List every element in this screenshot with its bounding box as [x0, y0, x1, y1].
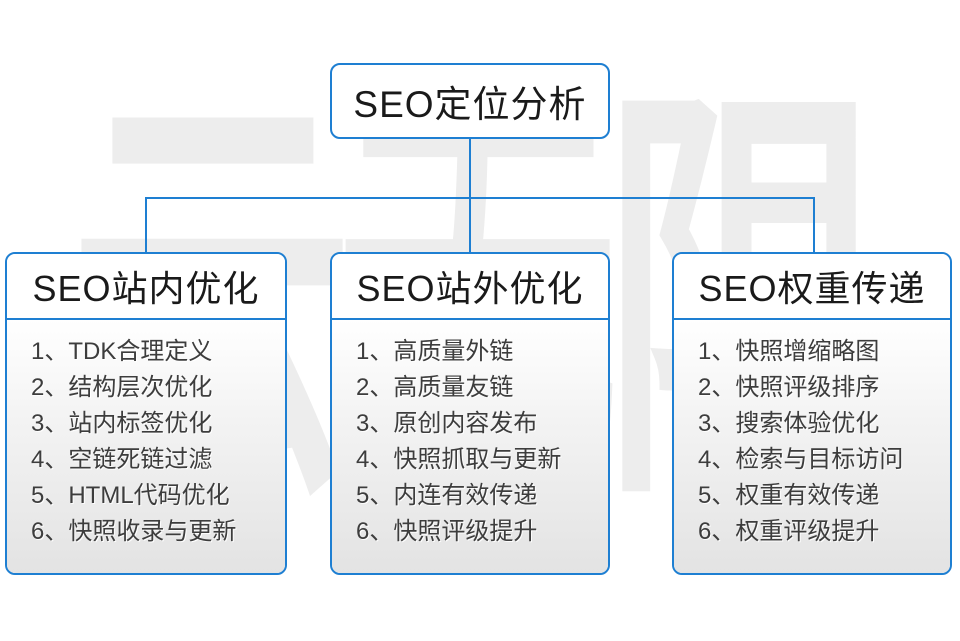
root-node-title: SEO定位分析 [353, 84, 587, 125]
node-item-list: 1、TDK合理定义 2、结构层次优化 3、站内标签优化 4、空链死链过滤 5、H… [7, 320, 285, 573]
list-item: 2、结构层次优化 [31, 374, 213, 401]
node-onsite-optimization: SEO站内优化 1、TDK合理定义 2、结构层次优化 3、站内标签优化 4、空链… [5, 252, 287, 575]
list-item: 4、快照抓取与更新 [356, 446, 562, 473]
list-item: 5、内连有效传递 [356, 482, 538, 509]
list-item: 2、快照评级排序 [698, 374, 880, 401]
node-header: SEO站内优化 [7, 254, 285, 320]
connector-left-drop [145, 197, 147, 253]
list-item: 6、快照评级提升 [356, 518, 538, 545]
connector-root-vertical [469, 139, 471, 198]
connector-right-drop [813, 197, 815, 253]
list-item: 4、检索与目标访问 [698, 446, 904, 473]
list-item: 3、原创内容发布 [356, 410, 538, 437]
list-item: 2、高质量友链 [356, 374, 514, 401]
list-item: 6、快照收录与更新 [31, 518, 237, 545]
node-offsite-optimization: SEO站外优化 1、高质量外链 2、高质量友链 3、原创内容发布 4、快照抓取与… [330, 252, 610, 575]
node-header: SEO权重传递 [674, 254, 950, 320]
node-title: SEO站外优化 [356, 268, 584, 309]
node-header: SEO站外优化 [332, 254, 608, 320]
node-title: SEO权重传递 [698, 268, 926, 309]
list-item: 6、权重评级提升 [698, 518, 880, 545]
list-item: 1、TDK合理定义 [31, 338, 213, 365]
node-item-list: 1、快照增缩略图 2、快照评级排序 3、搜索体验优化 4、检索与目标访问 5、权… [674, 320, 950, 573]
connector-middle-drop [469, 197, 471, 253]
list-item: 5、HTML代码优化 [31, 482, 230, 509]
list-item: 1、高质量外链 [356, 338, 514, 365]
list-item: 1、快照增缩略图 [698, 338, 880, 365]
node-title: SEO站内优化 [32, 268, 260, 309]
list-item: 5、权重有效传递 [698, 482, 880, 509]
node-item-list: 1、高质量外链 2、高质量友链 3、原创内容发布 4、快照抓取与更新 5、内连有… [332, 320, 608, 573]
list-item: 4、空链死链过滤 [31, 446, 213, 473]
node-weight-transfer: SEO权重传递 1、快照增缩略图 2、快照评级排序 3、搜索体验优化 4、检索与… [672, 252, 952, 575]
connector-horizontal [145, 197, 815, 199]
list-item: 3、站内标签优化 [31, 410, 213, 437]
list-item: 3、搜索体验优化 [698, 410, 880, 437]
root-node: SEO定位分析 [330, 63, 610, 139]
